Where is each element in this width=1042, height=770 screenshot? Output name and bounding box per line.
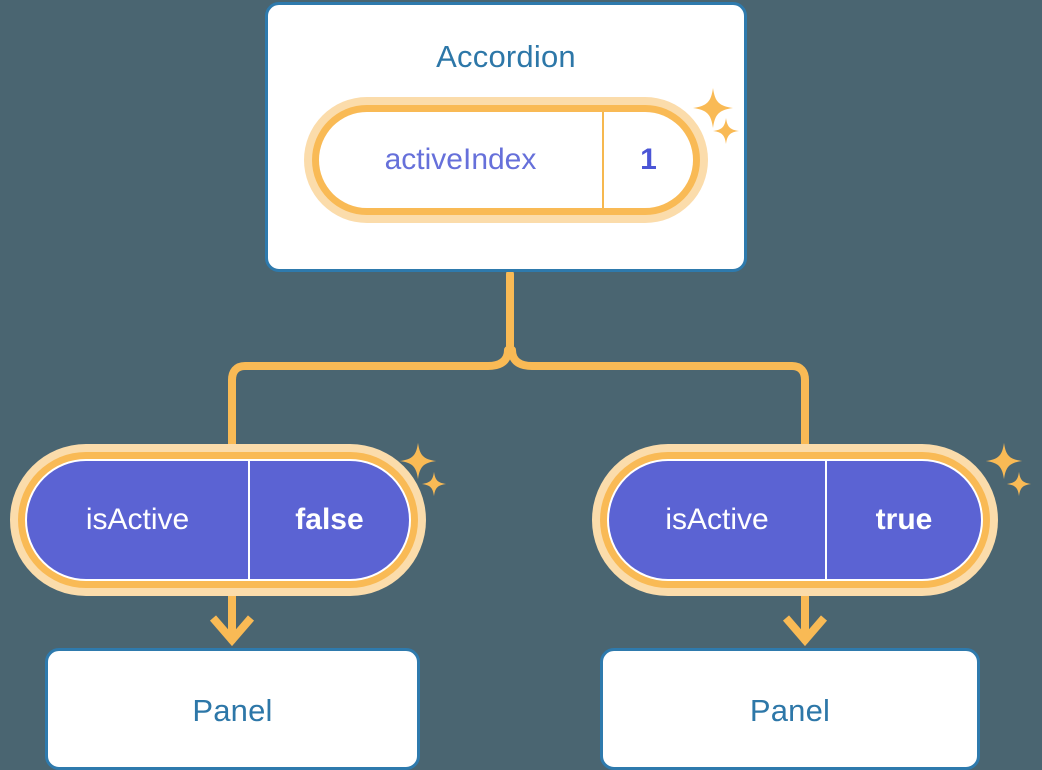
prop-pill-body: isActive false (25, 459, 411, 581)
prop-value-isactive-left: false (248, 461, 409, 579)
connector-split-to-left (228, 346, 512, 456)
prop-pill-isactive-left[interactable]: isActive false (18, 452, 418, 588)
prop-pill-activeindex[interactable]: activeIndex 1 (312, 105, 700, 215)
sparkle-large-icon (398, 441, 438, 481)
root-component-title: Accordion (436, 39, 576, 74)
prop-value-isactive-right: true (825, 461, 981, 579)
child-component-title-left: Panel (192, 693, 273, 728)
prop-pill-isactive-right[interactable]: isActive true (600, 452, 990, 588)
connector-split-to-right (508, 346, 809, 456)
sparkle-small-icon (712, 117, 740, 145)
sparkle-small-icon (1006, 471, 1032, 497)
prop-name-isactive-right: isActive (665, 503, 769, 536)
arrow-head-left-icon (209, 615, 255, 647)
arrow-head-right-icon (782, 615, 828, 647)
child-component-title-right: Panel (749, 693, 831, 728)
sparkle-large-icon (691, 86, 735, 130)
prop-name-isactive-left: isActive (85, 503, 190, 536)
prop-value-activeindex: 1 (602, 112, 693, 208)
sparkle-large-icon (984, 441, 1024, 481)
prop-pill-body: isActive true (607, 459, 983, 581)
child-component-card-right[interactable]: Panel (600, 648, 980, 770)
child-component-card-left[interactable]: Panel (45, 648, 420, 770)
prop-name-activeindex: activeIndex (384, 143, 537, 176)
sparkle-small-icon (421, 471, 447, 497)
prop-pill-body: activeIndex 1 (319, 112, 693, 208)
